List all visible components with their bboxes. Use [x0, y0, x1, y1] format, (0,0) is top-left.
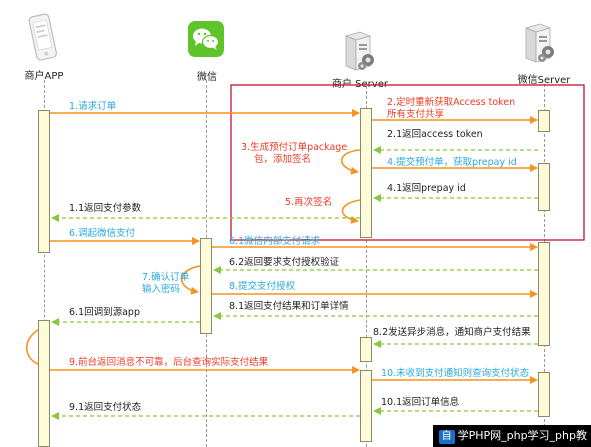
msg-6-2: 6.2返回要求支付授权验证	[229, 257, 340, 268]
msg-1: 1.请求订单	[69, 101, 117, 112]
msg-3-line2: 包，添加签名	[254, 154, 312, 165]
msg-2-1: 2.1返回access token	[387, 129, 483, 140]
activation-app-1	[38, 110, 50, 253]
activation-wechat-server-1	[538, 110, 550, 132]
actor-app-label: 商户APP	[24, 71, 64, 82]
msg-4-1: 4.1返回prepay id	[387, 183, 466, 194]
arrow-m5	[341, 199, 361, 224]
activation-wechat	[200, 238, 212, 334]
server-icon	[338, 30, 378, 74]
msg-10-1: 10.1返回订单信息	[381, 397, 460, 408]
msg-1-1: 1.1返回支付参数	[69, 203, 142, 214]
msg-8-2: 8.2发送异步消息，通知商户支付结果	[373, 327, 531, 338]
msg-10: 10.未收到支付通知则查询支付状态	[381, 368, 530, 379]
msg-8-1: 8.1返回支付结果和订单详情	[229, 301, 349, 312]
activation-wechat-server-2	[538, 163, 550, 211]
activation-merchant-2	[360, 337, 372, 362]
activation-merchant-3	[360, 370, 372, 442]
arrow-m3	[340, 149, 361, 175]
lifeline-merchant-server	[366, 86, 367, 447]
msg-7-line2: 输入密码	[142, 284, 181, 295]
activation-wechat-server-3	[538, 242, 550, 346]
arrow-m7	[181, 265, 201, 295]
watermark-badge: 自	[438, 430, 455, 444]
msg-6: 6.调起微信支付	[69, 228, 136, 239]
actor-wechat-label: 微信	[197, 72, 217, 83]
phone-icon	[28, 12, 58, 64]
msg-7-line1: 7.确认订单	[142, 272, 190, 283]
msg-2-line2: 所有支付共享	[387, 109, 445, 120]
msg-3-line1: 3.生成预付订单package	[241, 142, 348, 153]
msg-4: 4.提交预付单，获取prepay id	[387, 157, 517, 168]
actor-wechat-server-label: 微信Server	[517, 75, 571, 86]
highlight-box	[230, 84, 585, 241]
msg-9-1: 9.1返回支付状态	[69, 402, 142, 413]
msg-6-1-callback: 6.1回调到源app	[69, 307, 140, 318]
msg-9: 9.前台返回消息不可靠，后台查询实际支付结果	[69, 357, 269, 368]
server-icon	[518, 22, 558, 66]
msg-6-1-internal: 6.1微信内部支付请求	[229, 236, 321, 247]
msg-2-line1: 2.定时重新获取Access token	[387, 97, 516, 108]
lifeline-app	[44, 80, 45, 447]
watermark-text: 学PHP网_php学习_php教	[457, 429, 587, 442]
activation-merchant-1	[360, 108, 372, 238]
activation-wechat-server-4	[538, 372, 550, 417]
watermark-banner: 自学PHP网_php学习_php教	[432, 425, 591, 447]
msg-5: 5.再次签名	[285, 197, 333, 208]
arrow-app-loop	[25, 329, 39, 365]
msg-8: 8.提交支付授权	[229, 281, 296, 292]
wechat-icon	[188, 21, 224, 57]
